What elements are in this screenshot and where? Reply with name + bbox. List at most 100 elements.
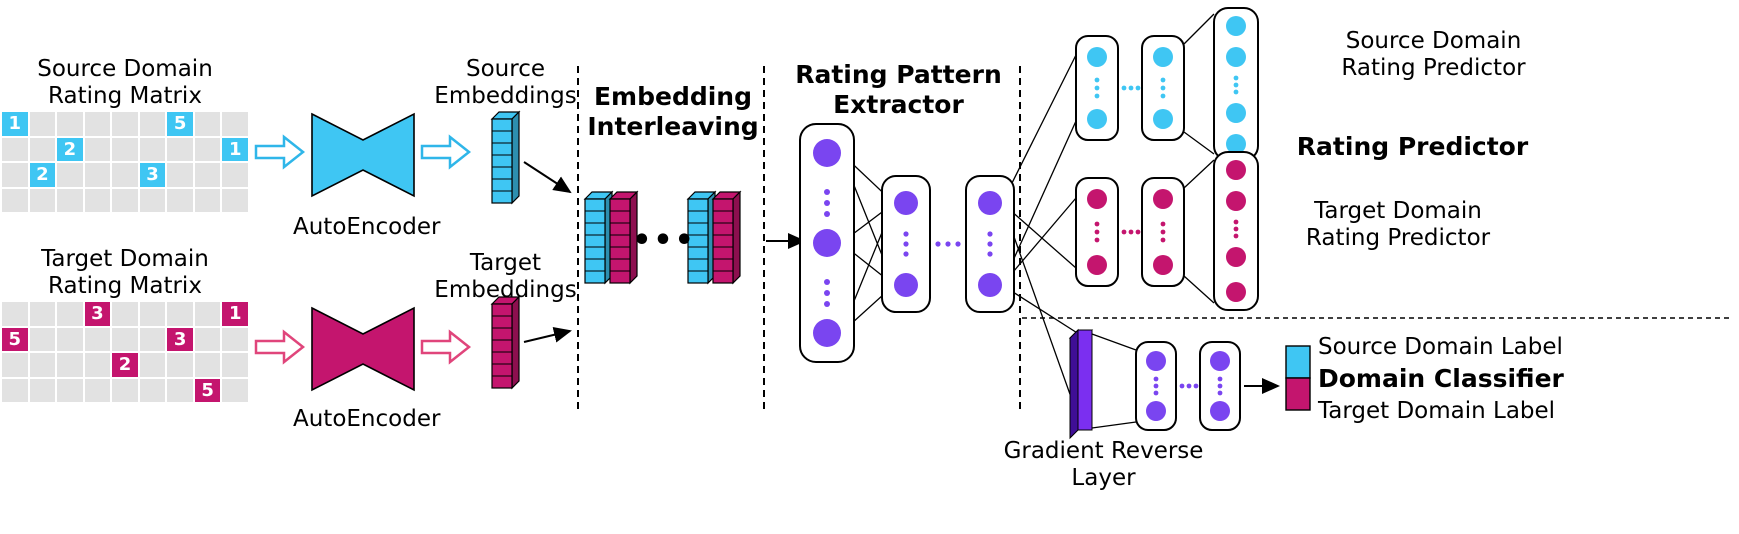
matrix-cell <box>112 188 138 212</box>
source-embeddings-label: Source Embeddings <box>434 56 577 110</box>
matrix-cell <box>222 163 248 187</box>
rating-pattern-extractor-network <box>799 123 1015 363</box>
matrix-cell: 1 <box>2 112 28 136</box>
matrix-cell <box>2 302 28 326</box>
source-input-arrow-icon <box>254 134 306 170</box>
matrix-cell: 2 <box>57 137 83 161</box>
matrix-cell <box>29 137 56 161</box>
matrix-cell <box>57 378 83 402</box>
matrix-cell <box>194 188 221 212</box>
interleaving-ellipsis: ••• <box>632 223 696 258</box>
matrix-cell <box>112 327 138 351</box>
source-embedding-column <box>491 111 520 204</box>
target-autoencoder-shape <box>311 306 415 392</box>
gradient-reverse-layer-shape <box>1068 328 1094 440</box>
matrix-cell: 1 <box>222 137 248 161</box>
matrix-cell: 3 <box>167 327 193 351</box>
matrix-cell <box>112 137 138 161</box>
matrix-cell <box>29 188 56 212</box>
domain-classifier-network <box>1135 341 1241 431</box>
matrix-cell <box>194 112 221 136</box>
matrix-cell <box>84 112 111 136</box>
matrix-cell <box>112 378 138 402</box>
embedding-interleaving-label: Embedding Interleaving <box>587 82 759 141</box>
target-input-arrow-icon <box>254 329 306 365</box>
matrix-cell <box>84 188 111 212</box>
source-rating-predictor-network <box>1075 7 1259 161</box>
target-domain-legend-swatch <box>1285 377 1311 411</box>
target-matrix-title: Target Domain Rating Matrix <box>41 246 209 300</box>
matrix-cell <box>139 302 166 326</box>
matrix-cell <box>57 163 83 187</box>
matrix-cell <box>194 353 221 377</box>
matrix-cell <box>2 163 28 187</box>
matrix-cell <box>167 188 193 212</box>
source-rating-matrix: 1 5 2 1 2 3 <box>2 112 248 212</box>
matrix-cell <box>139 137 166 161</box>
matrix-cell <box>29 112 56 136</box>
source-autoencoder-shape <box>311 112 415 198</box>
flow-arrows <box>523 161 1280 394</box>
matrix-cell <box>29 327 56 351</box>
matrix-cell <box>2 353 28 377</box>
matrix-cell <box>2 378 28 402</box>
target-rating-predictor-network <box>1075 151 1259 311</box>
source-embedding-arrow-icon <box>420 134 472 170</box>
matrix-cell <box>84 327 111 351</box>
matrix-cell: 3 <box>84 302 111 326</box>
matrix-cell <box>139 327 166 351</box>
matrix-cell <box>167 378 193 402</box>
matrix-cell: 5 <box>2 327 28 351</box>
matrix-cell <box>167 353 193 377</box>
matrix-cell <box>29 378 56 402</box>
matrix-cell <box>29 302 56 326</box>
matrix-cell <box>112 112 138 136</box>
matrix-cell <box>57 302 83 326</box>
source-autoencoder-label: AutoEncoder <box>293 214 441 240</box>
interleaved-column-target-2 <box>712 191 741 284</box>
rating-predictor-label: Rating Predictor <box>1296 132 1529 161</box>
matrix-cell: 3 <box>139 163 166 187</box>
target-embeddings-label: Target Embeddings <box>434 250 577 304</box>
matrix-cell <box>2 137 28 161</box>
matrix-cell <box>57 353 83 377</box>
target-autoencoder-label: AutoEncoder <box>293 406 441 432</box>
matrix-cell <box>112 163 138 187</box>
matrix-cell <box>222 188 248 212</box>
matrix-cell <box>194 163 221 187</box>
matrix-cell <box>194 137 221 161</box>
matrix-cell <box>84 163 111 187</box>
matrix-cell <box>57 112 83 136</box>
matrix-cell <box>29 353 56 377</box>
matrix-cell <box>222 112 248 136</box>
rating-pattern-extractor-label: Rating Pattern Extractor <box>795 60 1002 119</box>
gradient-reverse-layer-label: Gradient Reverse Layer <box>1003 438 1204 492</box>
matrix-cell <box>222 353 248 377</box>
matrix-cell <box>139 378 166 402</box>
matrix-cell <box>57 188 83 212</box>
matrix-cell: 5 <box>167 112 193 136</box>
target-domain-label-legend: Target Domain Label <box>1318 398 1556 424</box>
target-rating-predictor-label: Target Domain Rating Predictor <box>1305 198 1491 252</box>
matrix-cell: 5 <box>194 378 221 402</box>
matrix-cell <box>139 353 166 377</box>
matrix-cell <box>167 302 193 326</box>
source-domain-label-legend: Source Domain Label <box>1318 334 1563 360</box>
matrix-cell <box>84 137 111 161</box>
matrix-cell <box>2 188 28 212</box>
matrix-cell: 2 <box>112 353 138 377</box>
matrix-cell <box>222 327 248 351</box>
section-separators <box>577 66 1732 414</box>
matrix-cell <box>194 327 221 351</box>
source-rating-predictor-label: Source Domain Rating Predictor <box>1341 28 1526 82</box>
matrix-cell <box>222 378 248 402</box>
matrix-cell <box>84 378 111 402</box>
matrix-cell <box>57 327 83 351</box>
matrix-cell <box>167 163 193 187</box>
matrix-cell: 2 <box>29 163 56 187</box>
matrix-cell <box>112 302 138 326</box>
matrix-cell <box>84 353 111 377</box>
